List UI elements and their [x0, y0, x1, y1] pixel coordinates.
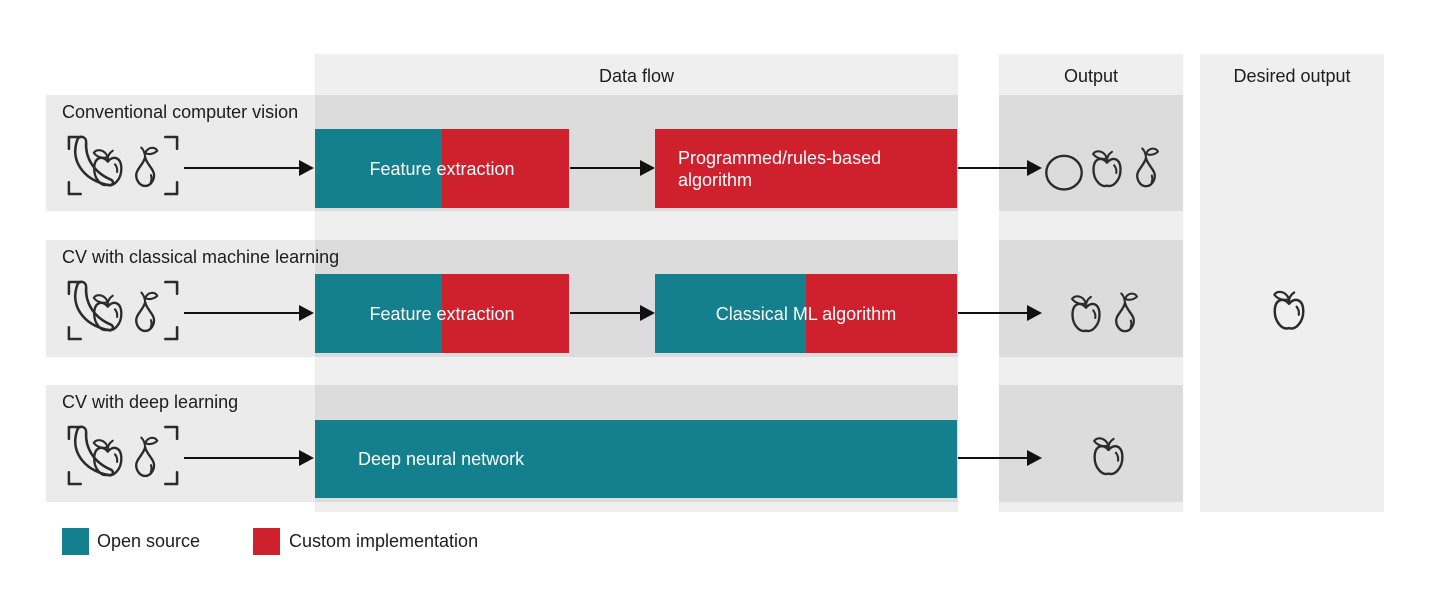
stage-box-classical-ml-algorithm: Classical ML algorithm	[655, 274, 957, 353]
legend-swatch-custom-implementation	[253, 528, 280, 555]
orange-icon	[1044, 146, 1084, 192]
flow-arrow-icon	[184, 450, 314, 466]
legend-label-custom-implementation: Custom implementation	[289, 531, 479, 551]
flow-arrow-icon	[570, 305, 655, 321]
apple-icon	[1089, 145, 1125, 192]
row-band-output-classical-ml	[999, 240, 1183, 357]
stage-label: Feature extraction	[369, 158, 515, 179]
column-header-desired-output: Desired output	[1233, 66, 1351, 86]
stage-box-rules-based-algorithm: Programmed/rules-based algorithm	[655, 129, 957, 208]
stage-box-feature-extraction-1: Feature extraction	[315, 129, 569, 208]
column-header-output: Output	[1063, 66, 1119, 86]
pear-icon	[1109, 289, 1141, 337]
input-fruits-icon	[64, 422, 182, 489]
pear-icon	[1130, 144, 1162, 192]
row-label-conventional-cv: Conventional computer vision	[62, 102, 299, 122]
column-header-data-flow: Data flow	[598, 66, 675, 86]
flow-arrow-icon	[958, 450, 1042, 466]
output-column-band	[999, 54, 1183, 512]
stage-box-deep-neural-network: Deep neural network	[315, 420, 957, 498]
input-fruits-icon	[64, 277, 182, 344]
flow-arrow-icon	[958, 305, 1042, 321]
apple-icon	[1068, 290, 1104, 337]
flow-arrow-icon	[570, 160, 655, 176]
desired-output-column-band	[1200, 54, 1384, 512]
legend-label-open-source: Open source	[97, 531, 201, 551]
legend-swatch-open-source	[62, 528, 89, 555]
apple-icon	[1090, 432, 1127, 480]
flow-arrow-icon	[184, 305, 314, 321]
stage-label: Deep neural network	[358, 449, 525, 469]
input-fruits-icon	[64, 132, 182, 199]
row-band-output-conventional-cv	[999, 95, 1183, 211]
row-label-classical-ml: CV with classical machine learning	[62, 247, 340, 267]
row-label-deep-learning: CV with deep learning	[62, 392, 239, 412]
output-icons-row-classical-ml	[1068, 287, 1141, 337]
flow-arrow-icon	[184, 160, 314, 176]
stage-label: Feature extraction	[369, 303, 515, 324]
output-icons-row-conventional-cv	[1044, 142, 1162, 192]
stage-label: Programmed/rules-based algorithm	[678, 147, 882, 190]
flow-arrow-icon	[958, 160, 1042, 176]
stage-label: Classical ML algorithm	[715, 303, 897, 324]
stage-box-feature-extraction-2: Feature extraction	[315, 274, 569, 353]
desired-output-apple-icon	[1270, 286, 1308, 334]
row-band-output-deep-learning	[999, 385, 1183, 502]
output-icons-row-deep-learning	[1090, 431, 1127, 480]
